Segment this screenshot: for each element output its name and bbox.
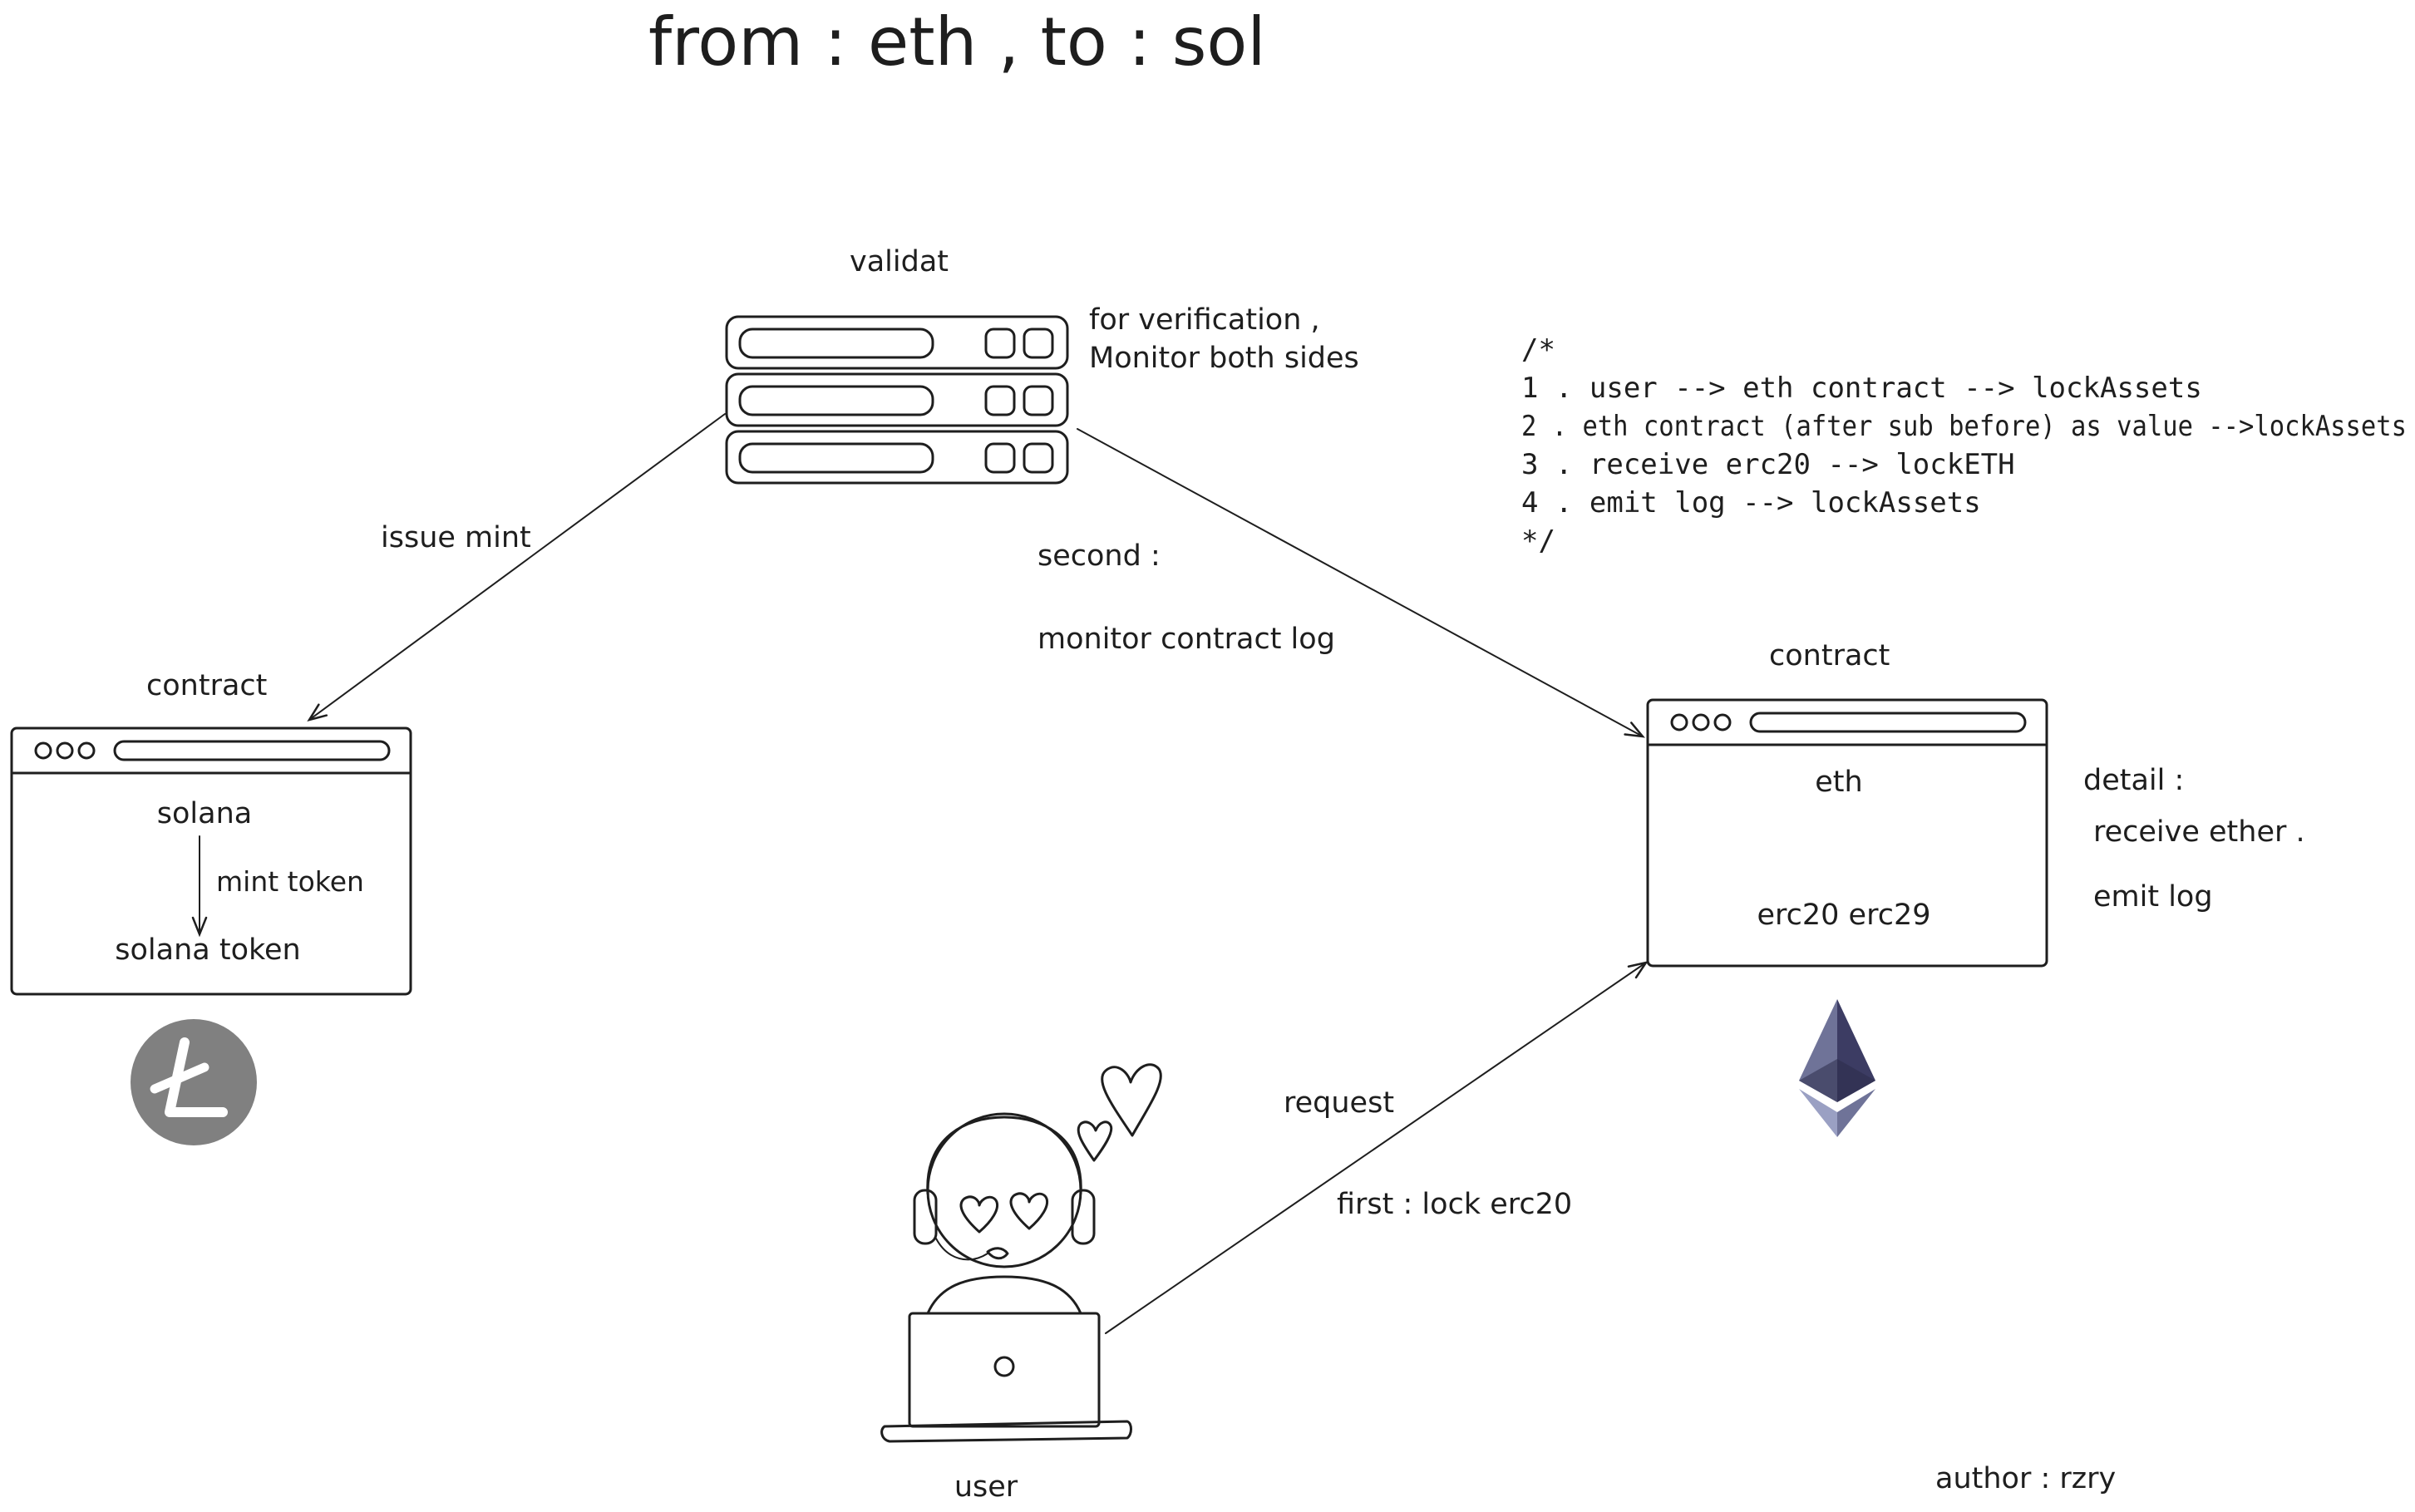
litecoin-icon <box>131 1019 257 1145</box>
code-comment-line-5: 4 . emit log --> lockAssets <box>1521 486 1981 520</box>
user-with-laptop-icon <box>880 1112 1132 1443</box>
solana-token-label: solana token <box>115 933 300 967</box>
request-label: request <box>1284 1086 1394 1120</box>
code-comment-line-2: 1 . user --> eth contract --> lockAssets <box>1521 372 2202 405</box>
code-comment-line-3: 2 . eth contract (after sub before) as v… <box>1521 410 2407 443</box>
code-comment-line-1: /* <box>1521 333 1555 367</box>
validator-label: validat <box>850 245 949 278</box>
issue-mint-arrow <box>307 413 726 722</box>
detail-heading: detail : <box>2083 764 2184 797</box>
code-comment-line-4: 3 . receive erc20 --> lockETH <box>1521 448 2015 481</box>
validator-note-line-2: Monitor both sides <box>1089 342 1359 375</box>
detail-line-2: emit log <box>2093 880 2213 914</box>
right-contract-label: contract <box>1769 639 1890 672</box>
validator-server-icon <box>725 315 1069 485</box>
mint-token-label: mint token <box>216 865 364 898</box>
diagram-title: from : eth , to : sol <box>648 3 1266 81</box>
left-contract-window <box>10 726 412 996</box>
hearts-icon <box>1077 1063 1162 1162</box>
validator-note-line-1: for verification , <box>1089 303 1320 337</box>
left-contract-label: contract <box>146 669 267 702</box>
monitor-log-arrow <box>1077 428 1645 738</box>
request-arrow <box>1105 961 1649 1334</box>
issue-mint-label: issue mint <box>381 521 531 554</box>
first-lock-label: first : lock erc20 <box>1337 1188 1572 1221</box>
second-step-label: second : <box>1037 539 1161 573</box>
detail-line-1: receive ether . <box>2093 815 2305 849</box>
monitor-contract-log-label: monitor contract log <box>1037 623 1335 656</box>
code-comment-line-6: */ <box>1521 525 1555 558</box>
ethereum-icon <box>1799 999 1875 1137</box>
token-standards-label: erc20 erc29 <box>1757 899 1931 932</box>
solana-chain-label: solana <box>157 797 252 830</box>
eth-chain-label: eth <box>1815 766 1862 799</box>
right-contract-window <box>1646 698 2048 968</box>
user-label: user <box>954 1470 1018 1504</box>
author-credit: author : rzry <box>1935 1462 2116 1495</box>
